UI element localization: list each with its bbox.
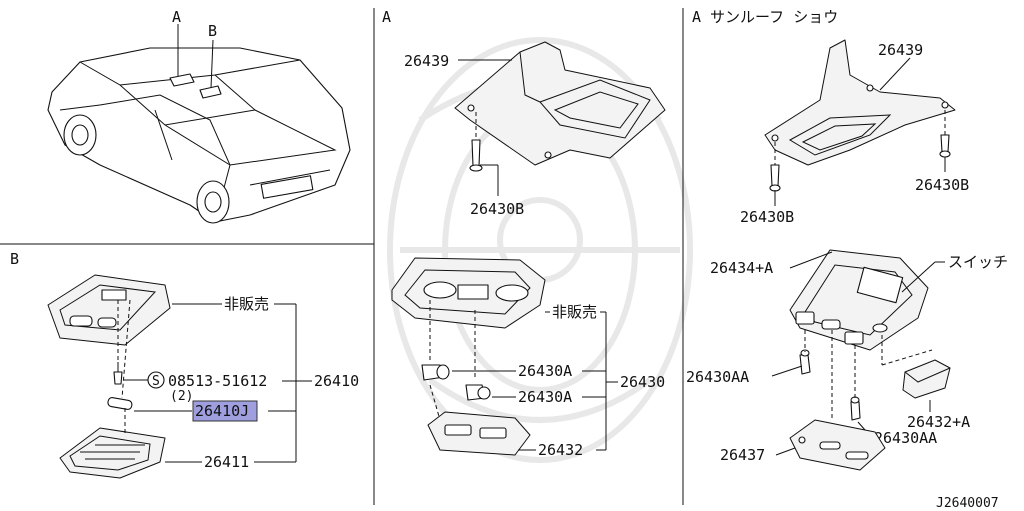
screw-a bbox=[469, 139, 483, 172]
label-b-top: B bbox=[208, 22, 217, 40]
switch-part-label: 26432+A bbox=[907, 413, 970, 431]
panel-b-title: B bbox=[10, 250, 19, 268]
diagram-code: J2640007 bbox=[936, 496, 999, 511]
screw-sunroof-left bbox=[769, 164, 781, 192]
panel-a-sunroof-title: A サンルーフ ショウ bbox=[692, 8, 838, 26]
part-26410: 26410 bbox=[314, 372, 359, 390]
part-26411: 26411 bbox=[204, 453, 249, 471]
bulb-label-a-1: 26430A bbox=[518, 362, 572, 380]
not-for-sale-a: 非販売 bbox=[552, 303, 597, 321]
part-26410j: 26410J bbox=[195, 402, 249, 420]
housing-sunroof bbox=[789, 249, 929, 351]
screw-code-b: 08513-51612 bbox=[168, 372, 267, 390]
car-illustration bbox=[47, 24, 351, 224]
screw-label-sunroof-left: 26430B bbox=[740, 208, 794, 226]
lens-a bbox=[427, 411, 531, 456]
bulb-label-sunroof-right: 26430AA bbox=[874, 429, 937, 447]
highlight-box bbox=[192, 400, 258, 422]
lens-b bbox=[59, 427, 166, 479]
lens-label-sunroof: 26437 bbox=[720, 446, 765, 464]
bracket-label-a: 26439 bbox=[404, 52, 449, 70]
lamp-assy-label-a: 26430 bbox=[620, 373, 665, 391]
housing-label-sunroof: 26434+A bbox=[710, 259, 773, 277]
switch-sunroof bbox=[902, 359, 951, 399]
lens-sunroof bbox=[789, 419, 886, 471]
not-for-sale-b: 非販売 bbox=[224, 295, 269, 313]
screw-sunroof-right bbox=[939, 134, 951, 158]
map-lamp-housing bbox=[47, 274, 171, 346]
bulb-label-sunroof-left: 26430AA bbox=[686, 368, 749, 386]
bulb-a-2 bbox=[465, 384, 491, 401]
lens-label-a: 26432 bbox=[538, 441, 583, 459]
panel-a-title: A bbox=[382, 8, 391, 26]
bracket-a bbox=[454, 41, 666, 166]
bulb-sunroof-right bbox=[850, 396, 861, 421]
bracket-label-sunroof: 26439 bbox=[878, 41, 923, 59]
screw-label-sunroof-right: 26430B bbox=[915, 176, 969, 194]
bulb-label-a-2: 26430A bbox=[518, 388, 572, 406]
switch-label: スイッチ bbox=[948, 253, 1008, 271]
qty-label: (2) bbox=[170, 389, 193, 404]
screw-symbol: S bbox=[152, 374, 160, 389]
bulb-a-1 bbox=[421, 364, 450, 381]
bulb-sunroof-left bbox=[799, 349, 811, 375]
label-a-top: A bbox=[172, 8, 181, 26]
bracket-sunroof bbox=[764, 39, 956, 166]
screw-b bbox=[113, 362, 123, 385]
screw-label-a: 26430B bbox=[470, 200, 524, 218]
bulb-b bbox=[107, 397, 133, 410]
lamp-housing-a bbox=[391, 257, 546, 329]
